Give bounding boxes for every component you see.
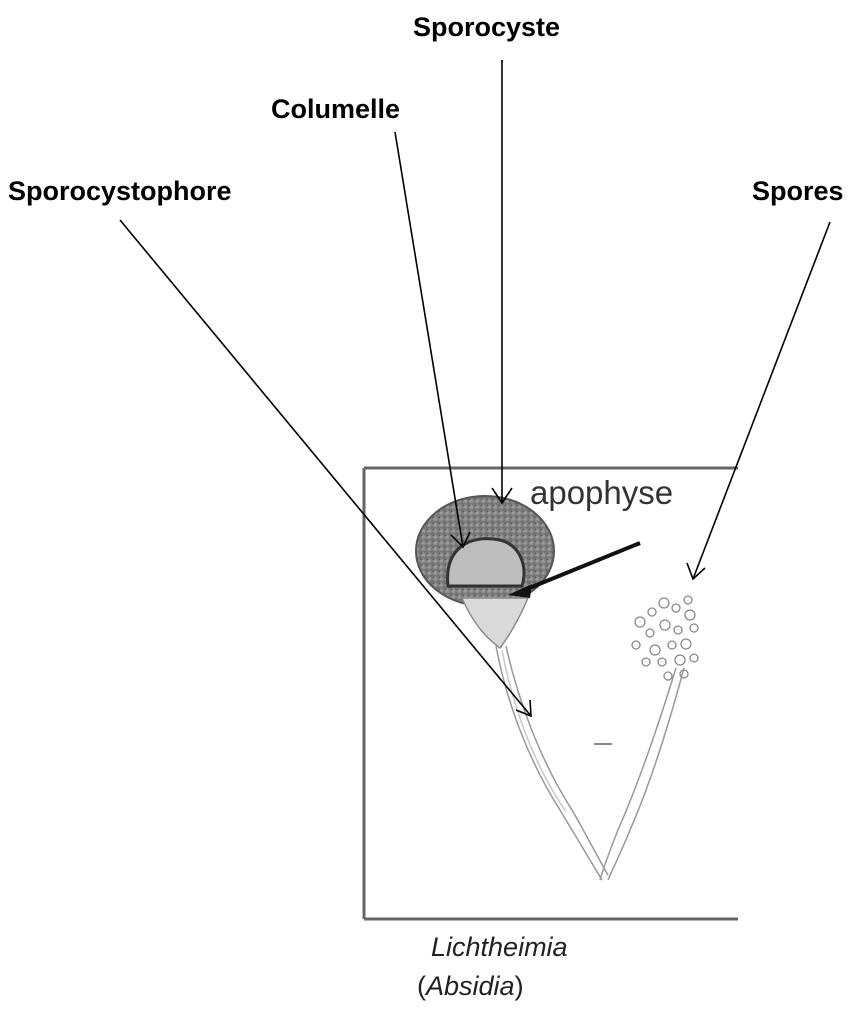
spore-cluster [632,596,698,680]
sporocystophore-stem [496,646,608,880]
caption-paren-open: ( [417,971,426,1001]
label-sporocyste: Sporocyste [413,12,560,43]
arrow-columelle [395,132,470,547]
label-apophyse: apophyse [530,474,673,512]
apophyse-shape [462,598,528,648]
label-spores: Spores [752,176,844,207]
caption-synonym-name: Absidia [426,971,515,1001]
spores-branch [600,668,684,880]
caption-paren-close: ) [515,971,524,1001]
caption-genus: Lichtheimia [431,932,568,963]
caption-synonym: (Absidia) [417,971,524,1002]
arrow-sporocyste [492,60,512,503]
sporocyste-head [416,496,554,648]
label-columelle: Columelle [271,94,400,125]
arrow-spores [687,222,830,579]
label-sporocystophore: Sporocystophore [8,176,232,207]
